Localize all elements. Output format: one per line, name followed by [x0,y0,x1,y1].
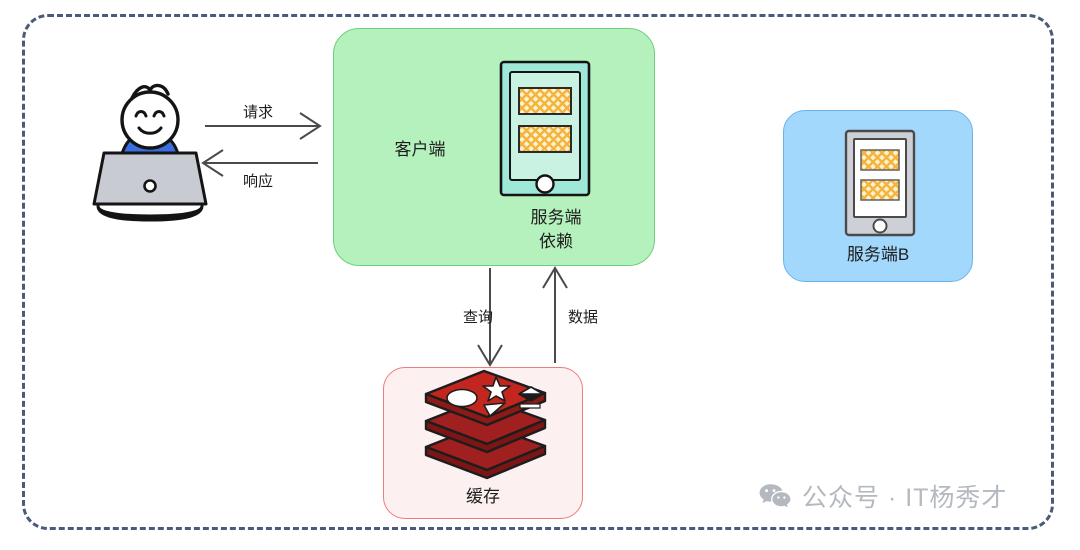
server-b-label: 服务端B [846,245,910,264]
server-dependency-label: 服务端 依赖 [530,208,582,251]
client-group-box [333,28,655,266]
watermark-text: 公众号 · IT杨秀才 [802,484,1008,512]
diagram-outer-frame [22,14,1054,530]
data-arrow-label: 数据 [567,309,598,326]
watermark: 公众号 · IT杨秀才 [758,478,1007,514]
cache-label: 缓存 [466,487,500,506]
wechat-icon [759,484,791,508]
client-box-label: 客户端 [394,140,446,159]
request-arrow-label: 请求 [242,104,273,121]
query-arrow-label: 查询 [462,309,493,326]
response-arrow-label: 响应 [242,173,273,190]
